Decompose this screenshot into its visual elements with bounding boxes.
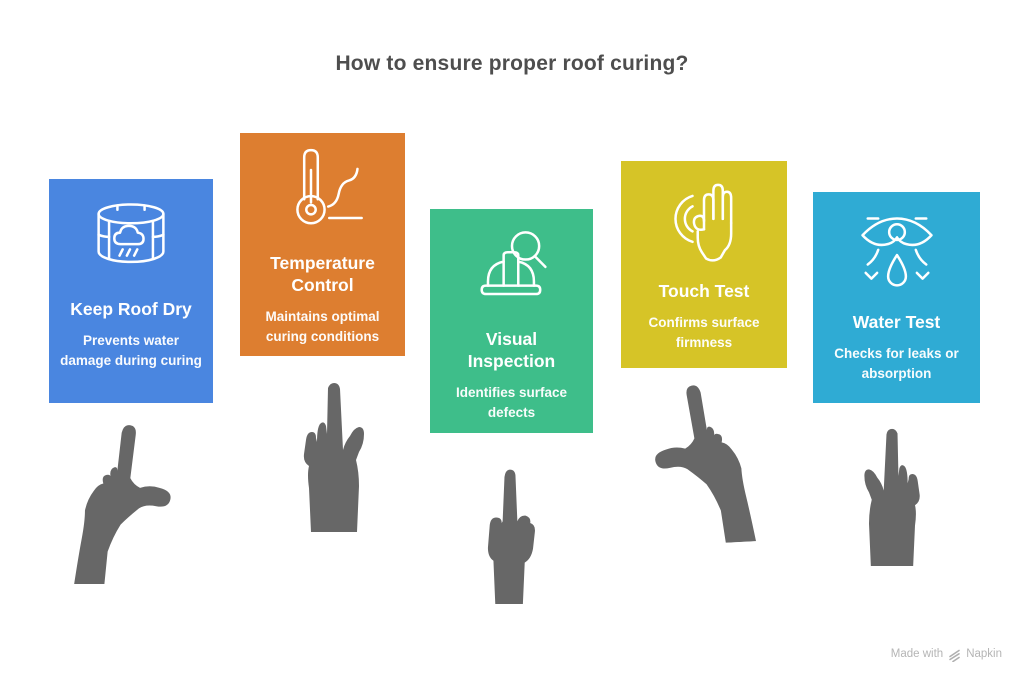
- card-description: Identifies surface defects: [455, 384, 568, 420]
- touch-hand-ripple-icon: [657, 175, 751, 269]
- pointing-hand-l-gesture-icon: [68, 422, 184, 584]
- card-temperature-control: Temperature Control Maintains optimal cu…: [240, 133, 405, 356]
- card-description: Checks for leaks or absorption: [834, 345, 959, 382]
- page-title: How to ensure proper roof curing?: [335, 52, 689, 75]
- card-title: Temperature Control: [270, 253, 375, 295]
- watermark-brand: Napkin: [966, 648, 1002, 660]
- watermark-prefix: Made with: [890, 648, 944, 660]
- covered-roof-rain-cloud-icon: [84, 193, 178, 287]
- sprinkler-water-drop-icon: [850, 206, 944, 300]
- watermark: Made with Napkin: [891, 646, 1002, 662]
- card-description: Prevents water damage during curing: [60, 332, 202, 369]
- card-visual-inspection: Visual Inspection Identifies surface def…: [430, 209, 593, 433]
- card-title: Touch Test: [658, 281, 750, 301]
- pointing-hand-knuckles-right-icon: [846, 414, 938, 566]
- card-description: Confirms surface firmness: [648, 314, 760, 351]
- card-title: Visual Inspection: [467, 329, 556, 371]
- napkin-logo-icon: [948, 646, 961, 662]
- pointing-hand-knuckles-icon: [284, 376, 384, 532]
- thermometer-curve-icon: [276, 147, 370, 241]
- pointing-hand-fist-icon: [464, 452, 556, 604]
- card-description: Maintains optimal curing conditions: [265, 308, 380, 344]
- card-touch-test: Touch Test Confirms surface firmness: [621, 161, 787, 368]
- card-title: Keep Roof Dry: [70, 299, 192, 319]
- card-water-test: Water Test Checks for leaks or absorptio…: [813, 192, 980, 403]
- hard-hat-magnifier-icon: [465, 223, 559, 317]
- card-title: Water Test: [852, 312, 941, 332]
- pointing-hand-thumb-out-icon: [642, 379, 758, 546]
- card-keep-roof-dry: Keep Roof Dry Prevents water damage duri…: [49, 179, 213, 403]
